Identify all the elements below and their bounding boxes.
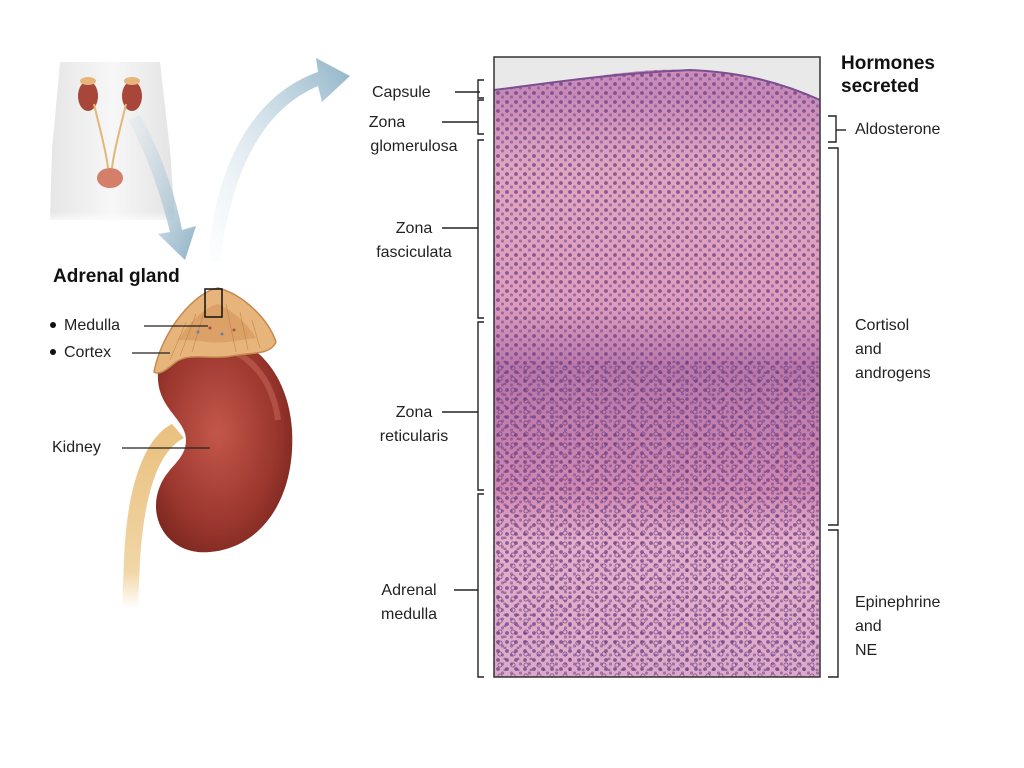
adrenal-gland-title: Adrenal gland [53, 266, 180, 287]
zoom-arrow-up-icon [208, 58, 350, 262]
zona-fasciculata-line1: Zona [395, 220, 433, 237]
medulla-label-text: Medulla [64, 317, 121, 334]
aldosterone-label: Aldosterone [855, 121, 941, 138]
epinephrine-ne-label: Epinephrine and NE [855, 591, 940, 663]
cortisol-androgens-label: Cortisol and androgens [855, 314, 931, 386]
cortex-bullet-icon [50, 348, 56, 355]
zona-reticularis-line1: Zona [395, 404, 433, 421]
bladder-icon [97, 168, 123, 188]
epinephrine-line3: NE [855, 642, 878, 659]
layer-brackets [442, 79, 484, 678]
hormones-header: Hormones secreted [841, 52, 935, 98]
kidney-illustration [122, 287, 293, 608]
zona-glomerulosa-line2: glomerulosa [370, 138, 458, 155]
hormone-brackets [828, 115, 846, 678]
cortex-label: Cortex [50, 341, 111, 365]
hormones-header-line1: Hormones [841, 53, 935, 74]
adrenal-medulla-label: Adrenal medulla [353, 579, 465, 627]
zona-glomerulosa-label: Zona glomerulosa [352, 111, 476, 159]
torso-kidney-right-icon [122, 77, 142, 111]
medulla-label: Medulla [50, 314, 120, 338]
zona-fasciculata-label: Zona fasciculata [358, 217, 470, 265]
cortisol-line1: Cortisol [855, 317, 910, 334]
torso-kidney-left-icon [78, 77, 98, 111]
hormones-header-line2: secreted [841, 76, 920, 97]
adrenal-medulla-line1: Adrenal [381, 582, 437, 599]
kidney-icon [155, 334, 293, 553]
torso-illustration [45, 62, 180, 225]
zona-reticularis-label: Zona reticularis [358, 401, 470, 449]
cortex-label-text: Cortex [64, 344, 112, 361]
medulla-bullet-icon [50, 321, 56, 328]
histology-micrograph [493, 56, 821, 678]
adrenal-medulla-line2: medulla [380, 606, 438, 623]
zoom-region-box [204, 288, 223, 318]
epinephrine-line2: and [855, 618, 882, 635]
cortisol-line3: androgens [855, 365, 931, 382]
cortisol-line2: and [855, 341, 882, 358]
adrenal-gland-icon [153, 287, 277, 374]
epinephrine-line1: Epinephrine [855, 594, 941, 611]
kidney-label: Kidney [52, 439, 101, 456]
capsule-label: Capsule [372, 84, 431, 101]
zona-reticularis-line2: reticularis [379, 428, 449, 445]
zoom-arrow-down-icon [128, 115, 196, 260]
ureter-icon [122, 424, 184, 608]
zona-fasciculata-line2: fasciculata [376, 244, 452, 261]
zona-glomerulosa-line1: Zona [368, 114, 406, 131]
